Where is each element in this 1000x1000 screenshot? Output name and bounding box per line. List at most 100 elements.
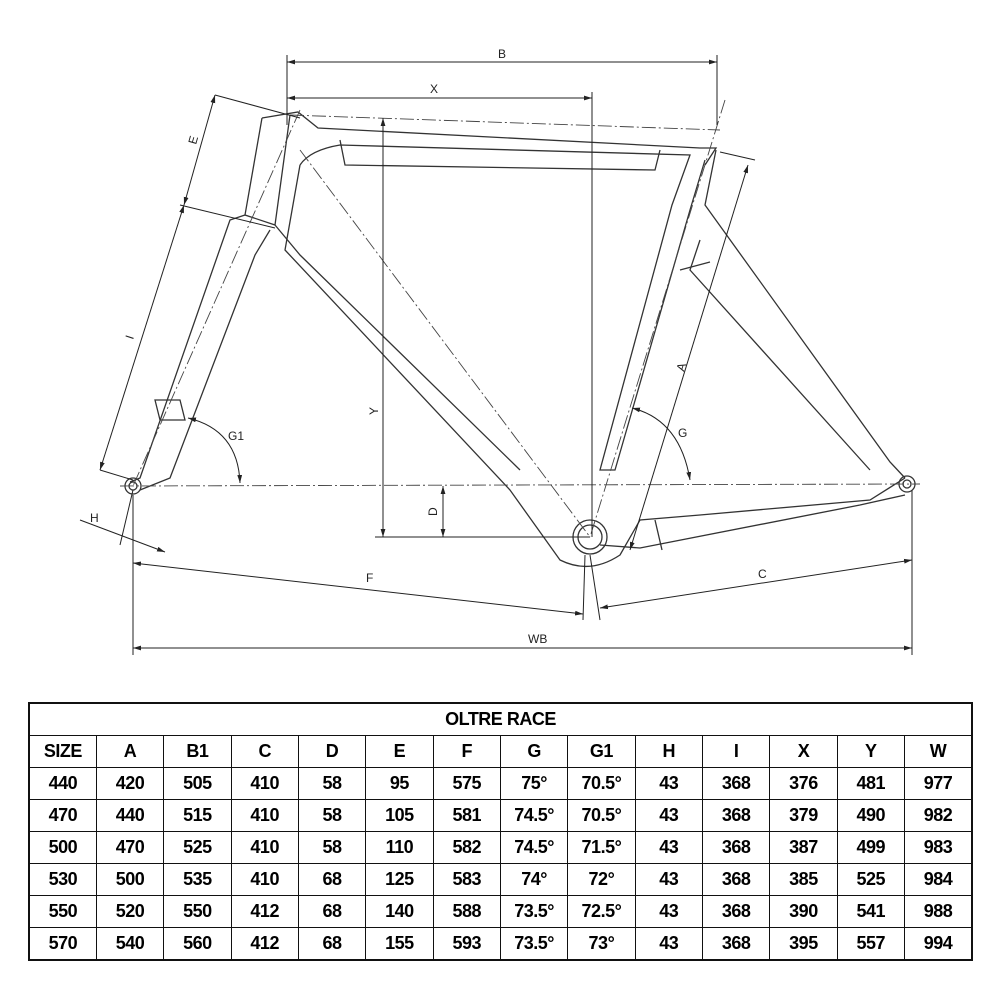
column-header: A (95, 735, 165, 768)
table-cell: 410 (230, 863, 299, 896)
table-cell: 72.5° (567, 895, 636, 928)
table-cell: 43 (634, 831, 703, 864)
table-cell: 70.5° (567, 799, 636, 832)
column-header: SIZE (28, 735, 97, 768)
table-cell: 43 (634, 767, 703, 800)
table-cell: 588 (432, 895, 501, 928)
label-D: D (426, 507, 440, 516)
table-cell: 75° (499, 767, 569, 800)
table-cell: 570 (28, 927, 97, 961)
table-cell: 95 (365, 767, 434, 800)
table-cell: 387 (769, 831, 838, 864)
table-cell: 368 (701, 767, 771, 800)
table-cell: 500 (95, 863, 165, 896)
table-cell: 470 (95, 831, 165, 864)
bike-frame (124, 111, 916, 568)
table-cell: 982 (903, 799, 973, 832)
column-header: I (701, 735, 771, 768)
table-cell: 73.5° (499, 895, 569, 928)
table-cell: 72° (567, 863, 636, 896)
table-cell: 71.5° (567, 831, 636, 864)
table-cell: 525 (163, 831, 232, 864)
table-cell: 440 (95, 799, 165, 832)
label-A: A (673, 361, 689, 373)
column-header: X (769, 735, 838, 768)
table-cell: 505 (163, 767, 232, 800)
table-cell: 481 (836, 767, 905, 800)
column-header: H (634, 735, 703, 768)
label-G1: G1 (228, 429, 244, 443)
table-cell: 368 (701, 831, 771, 864)
table-cell: 988 (903, 895, 973, 928)
dimension-lines (79, 55, 913, 655)
column-header: Y (836, 735, 905, 768)
table-cell: 984 (903, 863, 973, 896)
table-cell: 412 (230, 927, 299, 961)
table-cell: 155 (365, 927, 434, 961)
table-cell: 470 (28, 799, 97, 832)
table-cell: 368 (701, 895, 771, 928)
table-cell: 410 (230, 831, 299, 864)
table-cell: 58 (297, 799, 367, 832)
label-F: F (366, 571, 373, 585)
table-cell: 582 (432, 831, 501, 864)
table-cell: 43 (634, 863, 703, 896)
table-cell: 535 (163, 863, 232, 896)
table-cell: 550 (28, 895, 97, 928)
table-cell: 530 (28, 863, 97, 896)
centerlines (119, 99, 921, 538)
label-B: B (498, 47, 506, 61)
table-cell: 560 (163, 927, 232, 961)
column-header: C (230, 735, 299, 768)
table-cell: 68 (297, 863, 367, 896)
table-cell: 550 (163, 895, 232, 928)
table-cell: 410 (230, 767, 299, 800)
table-cell: 58 (297, 767, 367, 800)
table-cell: 575 (432, 767, 501, 800)
table-cell: 994 (903, 927, 973, 961)
table-cell: 540 (95, 927, 165, 961)
table-cell: 983 (903, 831, 973, 864)
column-header: E (365, 735, 434, 768)
frame-geometry-diagram: B X E I Y A G G1 H D F C WB (79, 47, 921, 655)
table-cell: 110 (365, 831, 434, 864)
table-cell: 420 (95, 767, 165, 800)
label-Y: Y (367, 407, 381, 415)
table-cell: 68 (297, 927, 367, 961)
table-cell: 412 (230, 895, 299, 928)
table-cell: 390 (769, 895, 838, 928)
column-header: D (297, 735, 367, 768)
table-cell: 557 (836, 927, 905, 961)
table-cell: 583 (432, 863, 501, 896)
label-I: I (123, 333, 137, 341)
table-cell: 140 (365, 895, 434, 928)
table-cell: 74° (499, 863, 569, 896)
table-cell: 73° (567, 927, 636, 961)
column-header: G (499, 735, 569, 768)
table-cell: 977 (903, 767, 973, 800)
table-cell: 105 (365, 799, 434, 832)
column-header: F (432, 735, 501, 768)
column-header: W (903, 735, 973, 768)
label-C: C (758, 567, 767, 581)
table-cell: 74.5° (499, 799, 569, 832)
table-cell: 368 (701, 799, 771, 832)
label-H: H (90, 511, 99, 525)
table-cell: 368 (701, 927, 771, 961)
table-cell: 125 (365, 863, 434, 896)
table-cell: 379 (769, 799, 838, 832)
label-WB: WB (528, 632, 547, 646)
table-cell: 515 (163, 799, 232, 832)
table-cell: 43 (634, 799, 703, 832)
label-E: E (185, 134, 201, 146)
table-cell: 410 (230, 799, 299, 832)
table-cell: 368 (701, 863, 771, 896)
column-header: B1 (163, 735, 232, 768)
